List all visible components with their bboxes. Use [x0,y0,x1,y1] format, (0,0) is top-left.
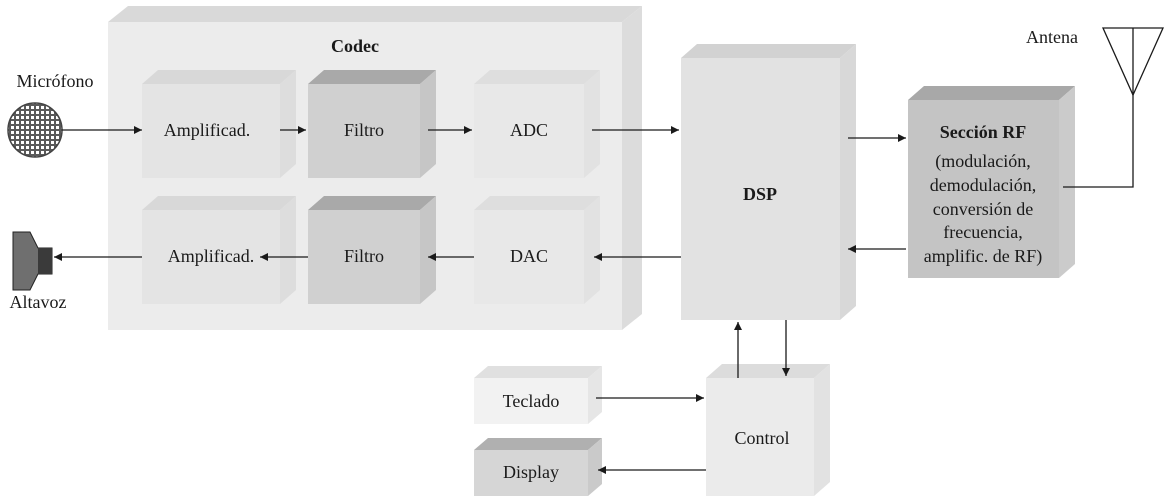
filter-in-label: Filtro [344,120,384,140]
display-block: Display [474,438,602,496]
dsp-label: DSP [743,184,777,204]
control-block: Control [706,364,830,496]
dac-label: DAC [510,246,548,266]
keyboard-block: Teclado [474,366,602,424]
rf-line-3: conversión de [933,199,1033,219]
amplifier-in-block: Amplificad. [142,70,296,178]
rf-line-1: (modulación, [935,151,1030,172]
filter-out-label: Filtro [344,246,384,266]
control-label: Control [734,428,789,448]
adc-label: ADC [510,120,548,140]
antenna-icon [1101,27,1165,97]
speaker-icon [12,231,53,291]
microphone-label: Micrófono [17,71,94,91]
speaker-label: Altavoz [10,292,67,312]
amplifier-in-label: Amplificad. [164,120,250,140]
codec-title: Codec [331,36,379,56]
line-rf-to-antenna [1063,95,1134,188]
filter-in-block: Filtro [308,70,436,178]
amplifier-out-block: Amplificad. [142,196,296,304]
microphone-icon [7,102,63,158]
rf-title: Sección RF [940,122,1026,142]
antenna-label: Antena [1026,27,1078,47]
rf-line-2: demodulación, [930,175,1036,195]
amplifier-out-label: Amplificad. [168,246,254,266]
display-label: Display [503,462,559,482]
filter-out-block: Filtro [308,196,436,304]
rf-line-4: frecuencia, [943,222,1022,242]
keyboard-label: Teclado [503,391,560,411]
dsp-block: DSP [681,44,856,320]
rf-section-block: Sección RF (modulación, demodulación, co… [908,86,1075,278]
dac-block: DAC [474,196,600,304]
adc-block: ADC [474,70,600,178]
rf-line-5: amplific. de RF) [924,246,1042,267]
